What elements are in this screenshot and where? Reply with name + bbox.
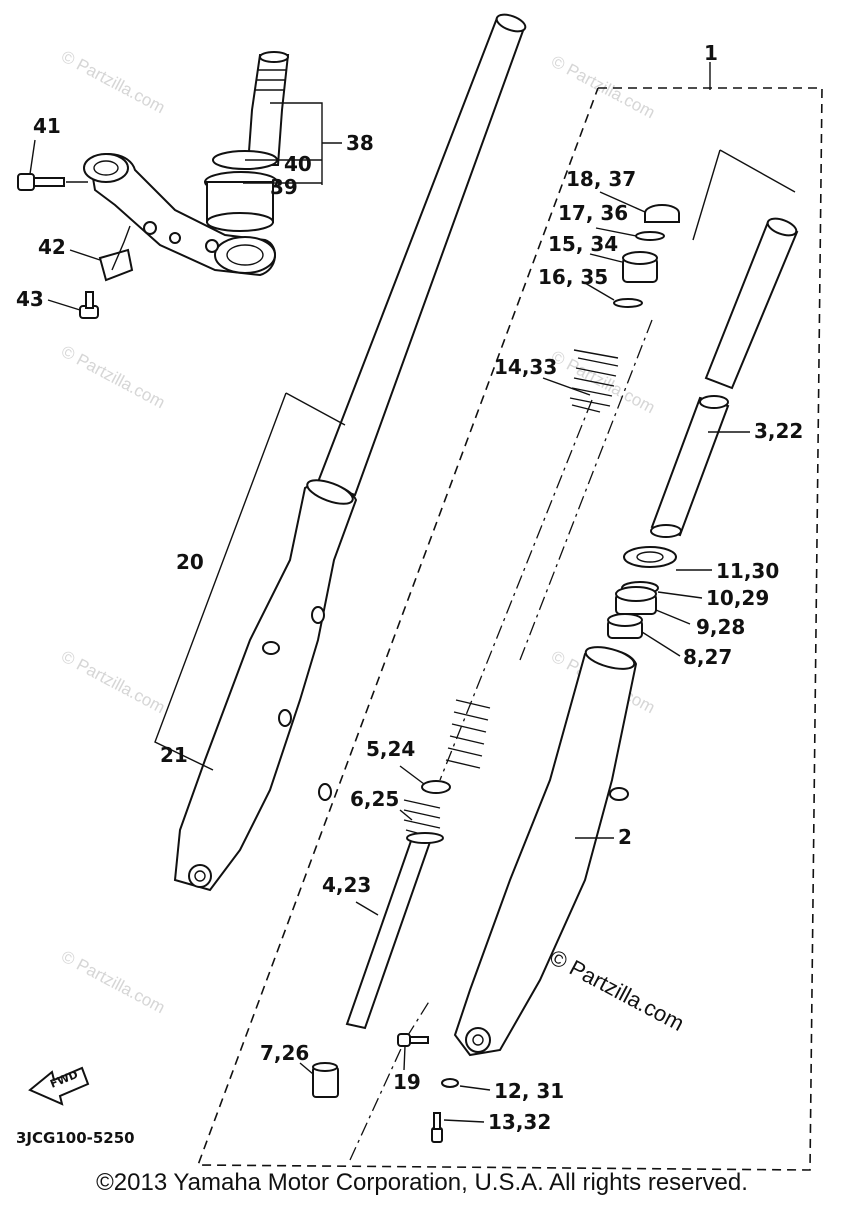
callout-38: 38	[346, 131, 374, 155]
partzilla-watermark: © Partzilla.com	[546, 944, 689, 1036]
under-bracket-part	[83, 51, 290, 277]
callout-8-27: 8,27	[683, 645, 732, 669]
callout-1: 1	[704, 41, 718, 65]
leader-lines	[29, 102, 796, 1123]
callout-2: 2	[618, 825, 632, 849]
callout-13-32: 13,32	[488, 1110, 551, 1134]
callout-14-33: 14,33	[494, 355, 557, 379]
copyright-notice: ©2013 Yamaha Motor Corporation, U.S.A. A…	[96, 1169, 748, 1196]
callout-40: 40	[284, 152, 312, 176]
callout-6-25: 6,25	[350, 787, 399, 811]
bolt-41-part	[17, 173, 88, 191]
fwd-arrow-icon: FWD	[28, 1066, 90, 1106]
callout-11-30: 11,30	[716, 559, 779, 583]
callout-16-35: 16, 35	[538, 265, 608, 289]
callout-9-28: 9,28	[696, 615, 745, 639]
axis-line	[349, 999, 431, 1161]
watermark-text: © Partzilla.com	[58, 342, 168, 413]
cap-bolt-part	[613, 204, 680, 308]
callout-7-26: 7,26	[260, 1041, 309, 1065]
bolt-19-part	[397, 1033, 429, 1047]
callout-labels: 1 38 40 39 41 42 43 18, 37 17, 36 15, 34…	[16, 41, 803, 1134]
callout-20: 20	[176, 550, 204, 574]
watermark-text: © Partzilla.com	[548, 52, 658, 123]
watermark-text: © Partzilla.com	[58, 47, 168, 118]
callout-15-34: 15, 34	[548, 232, 618, 256]
watermark-text: © Partzilla.com	[58, 647, 168, 718]
spacer-3-part	[650, 395, 730, 538]
diagram-code: 3JCG100-5250	[16, 1129, 135, 1147]
callout-39: 39	[270, 175, 298, 199]
axis-line	[519, 319, 653, 661]
fork-spring-upper	[569, 349, 619, 413]
callout-17-36: 17, 36	[558, 201, 628, 225]
callout-19: 19	[393, 1070, 421, 1094]
callout-18-37: 18, 37	[566, 167, 636, 191]
clamp-42-part	[98, 225, 134, 282]
callout-10-29: 10,29	[706, 586, 769, 610]
watermark-text: © Partzilla.com	[548, 347, 658, 418]
oil-lock-piece-part	[312, 1062, 339, 1098]
callout-43: 43	[16, 287, 44, 311]
washer-bolt-part	[431, 1078, 459, 1143]
callout-3-22: 3,22	[754, 419, 803, 443]
seal-stack-part	[607, 546, 677, 639]
fork-outer-tube-21	[173, 479, 358, 892]
outer-tube-2-part	[453, 646, 638, 1057]
fork-spring-lower	[445, 699, 491, 769]
fork-inner-tube-20	[316, 13, 527, 497]
bolt-43-part	[79, 291, 99, 319]
callout-41: 41	[33, 114, 61, 138]
callout-4-23: 4,23	[322, 873, 371, 897]
callout-5-24: 5,24	[366, 737, 415, 761]
assembly-1-boundary	[196, 87, 823, 1171]
callout-21: 21	[160, 743, 188, 767]
callout-12-31: 12, 31	[494, 1079, 564, 1103]
watermark-text: © Partzilla.com	[58, 947, 168, 1018]
callout-42: 42	[38, 235, 66, 259]
right-inner-tube	[704, 217, 799, 390]
damper-rod-part	[345, 780, 451, 1030]
